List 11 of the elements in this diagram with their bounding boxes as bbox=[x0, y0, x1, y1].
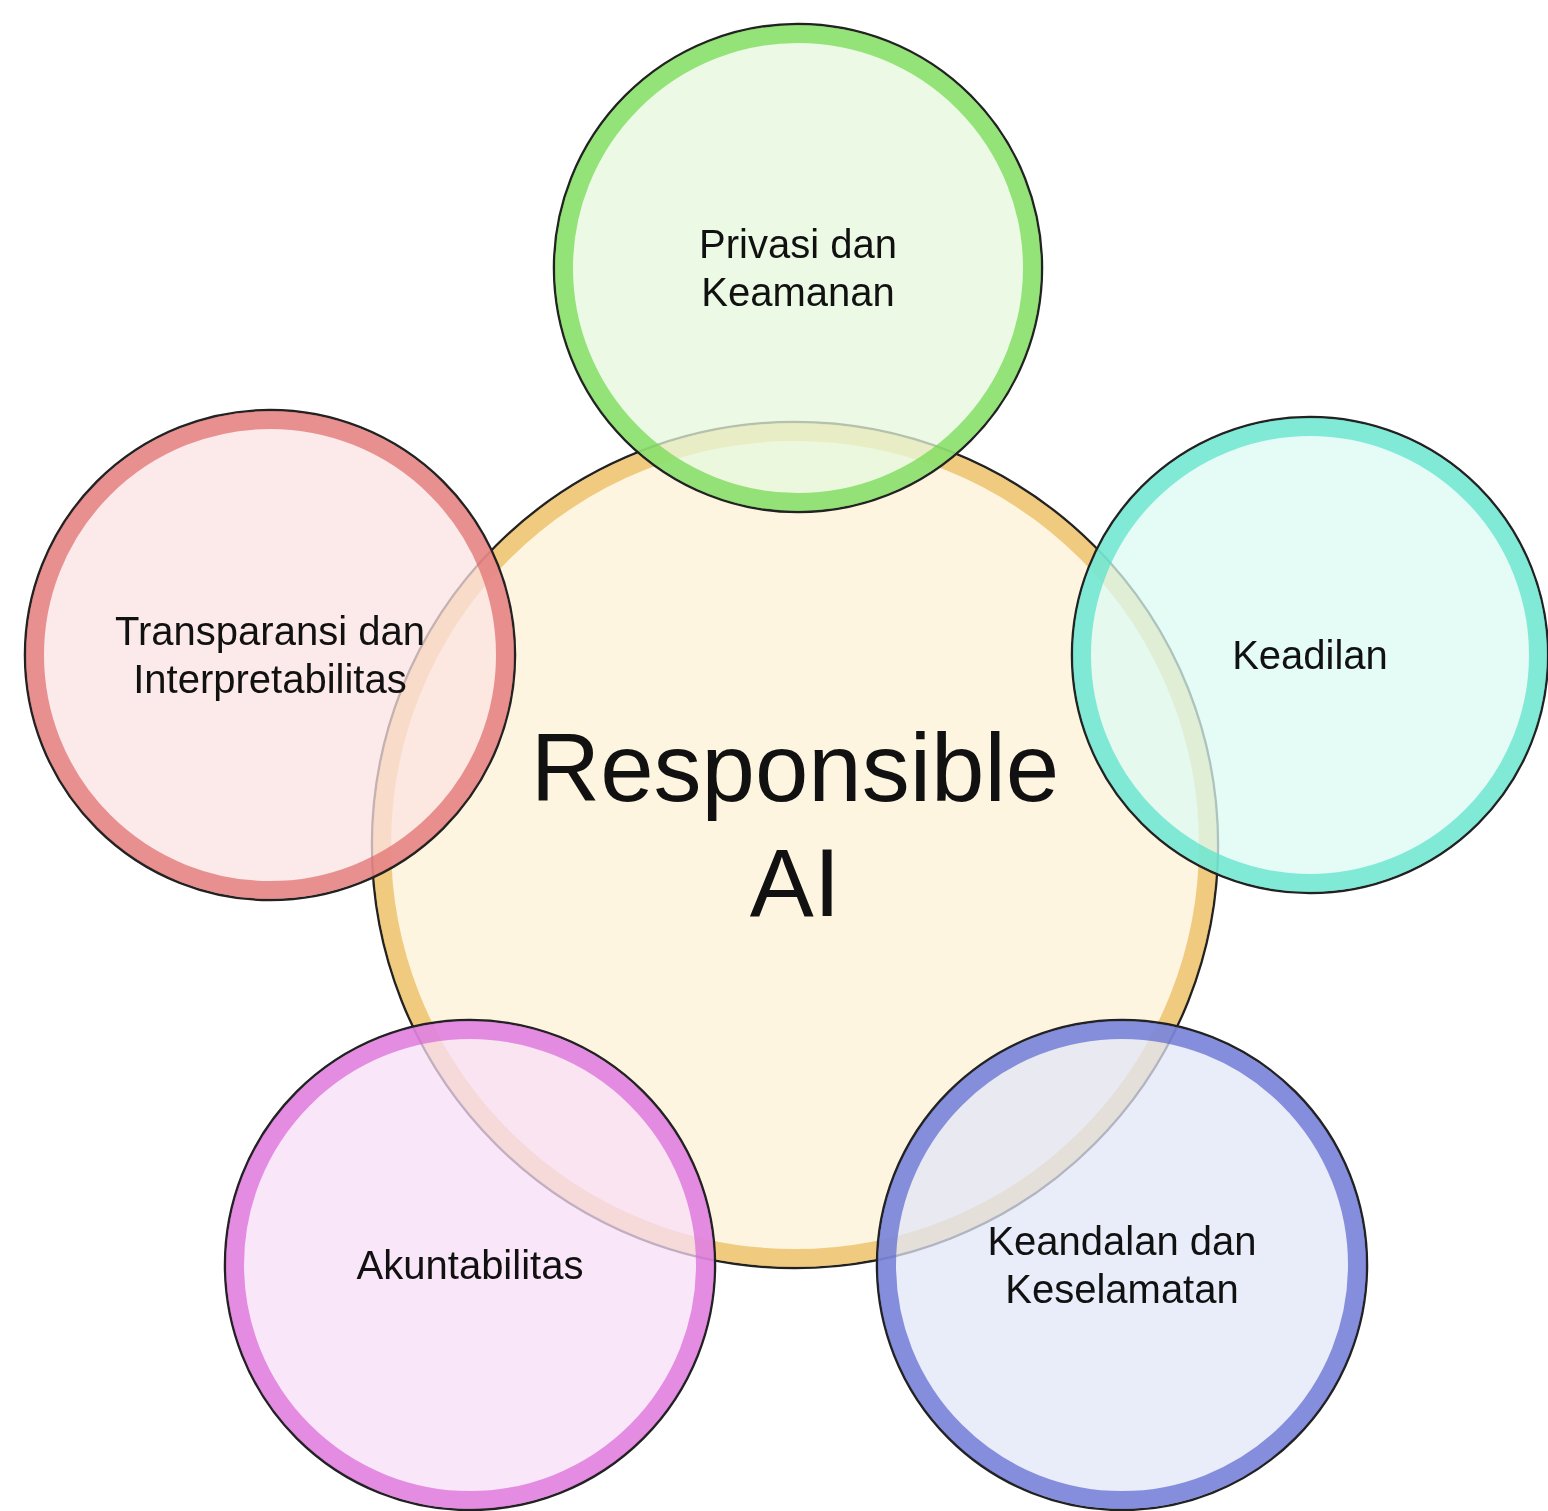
circle-node bbox=[223, 1018, 717, 1511]
node-label: Privasi dan Keamanan bbox=[698, 221, 898, 316]
circle-node bbox=[1070, 415, 1548, 895]
node-label: Transparansi dan Interpretabilitas bbox=[114, 608, 426, 703]
node-label: Akuntabilitas bbox=[355, 1242, 585, 1289]
node-label: Keadilan bbox=[1231, 632, 1389, 679]
circle-node bbox=[552, 22, 1044, 514]
circle-node bbox=[23, 408, 517, 902]
circle-node bbox=[875, 1018, 1369, 1511]
node-label: Keandalan dan Keselamatan bbox=[986, 1218, 1258, 1313]
node-label: Responsible AI bbox=[529, 712, 1061, 938]
